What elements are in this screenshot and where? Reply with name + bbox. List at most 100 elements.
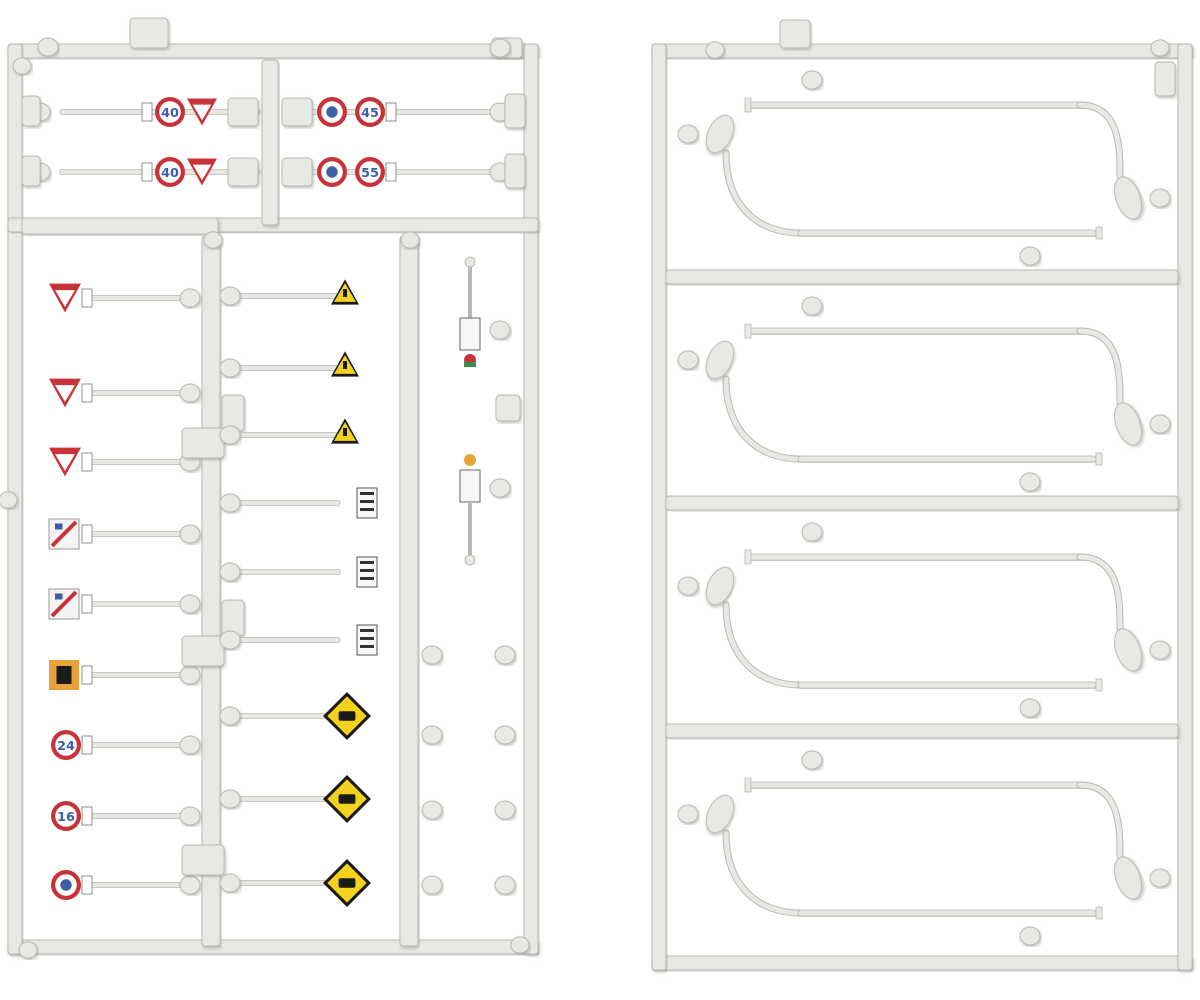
- left-sprue-outer-frame: [7, 939, 539, 955]
- sprue-gate: [219, 562, 241, 582]
- sign-slash: [50, 590, 78, 618]
- lamp-curve: [1077, 102, 1123, 179]
- square-slash-sign: [48, 588, 80, 620]
- sprue-gate: [494, 800, 516, 820]
- sign-symbol: [326, 106, 338, 118]
- yellow-diamond-sign: [323, 775, 371, 823]
- right-sprue-frame: [651, 19, 1193, 971]
- sprue-gate: [1149, 188, 1171, 208]
- sign-face: [159, 101, 181, 123]
- sprue-gate: [494, 725, 516, 745]
- sprue-gate: [1019, 698, 1041, 718]
- sprue-gate: [219, 425, 241, 445]
- street-lamp-part: [705, 549, 1143, 692]
- lamp-curve: [1076, 781, 1124, 860]
- sprue-gate: [677, 804, 699, 824]
- lamp-pole: [797, 229, 1097, 237]
- left-sprue-runner: [201, 235, 221, 947]
- sign-pole: [81, 742, 191, 748]
- right-sprue-outer-frame: [651, 43, 667, 971]
- sprue-gate: [677, 124, 699, 144]
- supplementary-plate: [356, 624, 378, 656]
- yellow-warning-sign: [331, 279, 359, 305]
- sprue-tab: [181, 635, 225, 667]
- sign-face: [192, 104, 212, 121]
- triangle-sign: [49, 378, 81, 408]
- sprue-gate: [1149, 414, 1171, 434]
- sprue-gate: [400, 231, 420, 249]
- sign-symbol: [343, 428, 347, 436]
- sprue-gate: [179, 383, 201, 403]
- sign-pole: [81, 531, 191, 537]
- sprue-gate: [494, 875, 516, 895]
- sign-number: 24: [57, 739, 75, 754]
- round-sign: [51, 870, 81, 900]
- round-sign: 55: [355, 157, 385, 187]
- sign-symbol: [338, 711, 356, 721]
- right-sprue-outer-frame: [1177, 43, 1193, 971]
- small-part-light: [464, 454, 476, 466]
- sprue-gate: [1149, 868, 1171, 888]
- sprue-gate: [489, 320, 511, 340]
- small-part-light-green: [464, 362, 476, 367]
- sign-symbol: [360, 569, 374, 572]
- sprue-gate: [801, 522, 823, 542]
- sign-face: [55, 454, 75, 471]
- lamp-head: [1113, 628, 1143, 672]
- sign-symbol: [360, 500, 374, 503]
- sprue-gate: [203, 231, 223, 249]
- sprue-tab: [221, 599, 245, 637]
- sign-pole: [81, 459, 191, 465]
- sign-label-plate: [81, 665, 93, 685]
- sprue-gate: [677, 576, 699, 596]
- sprue-tab: [227, 157, 259, 187]
- round-sign: [317, 157, 347, 187]
- sign-pole: [81, 672, 191, 678]
- sprue-gate: [489, 478, 511, 498]
- right-sprue-outer-frame: [651, 955, 1193, 971]
- sign-pole: [81, 813, 191, 819]
- sign-symbol: [360, 577, 374, 580]
- lamp-curve: [1077, 328, 1123, 405]
- sign-label-plate: [141, 102, 153, 122]
- sign-pole: [81, 882, 191, 888]
- sprue-tab: [221, 394, 245, 432]
- orange-square-sign: [49, 660, 79, 690]
- lamp-pole-end: [1095, 906, 1103, 920]
- lamp-curve: [723, 150, 803, 236]
- lamp-pole-end: [1095, 226, 1103, 240]
- right-sprue-divider: [665, 269, 1179, 285]
- lamp-arm-end: [744, 97, 752, 113]
- sign-pole: [81, 295, 191, 301]
- sprue-tab: [181, 427, 225, 459]
- sign-symbol: [338, 794, 356, 804]
- sprue-gate: [219, 789, 241, 809]
- round-sign: 45: [355, 97, 385, 127]
- small-part-panel: [459, 469, 481, 503]
- sprue-gate: [37, 37, 59, 57]
- sign-label-plate: [81, 875, 93, 895]
- lamp-curve: [1076, 553, 1124, 632]
- sign-pole: [231, 432, 341, 438]
- sprue-gate: [179, 288, 201, 308]
- left-sprue-divider: [261, 59, 279, 226]
- sprue-gate: [421, 800, 443, 820]
- street-lamp-part: [705, 777, 1143, 920]
- sign-label-plate: [81, 594, 93, 614]
- sprue-gate: [421, 725, 443, 745]
- sprue-gate: [1019, 246, 1041, 266]
- sprue-tab: [21, 95, 41, 127]
- sprue-tab: [281, 157, 313, 187]
- sign-symbol: [360, 629, 374, 632]
- lamp-head: [1113, 176, 1143, 220]
- right-sprue-outer-frame: [651, 43, 1193, 59]
- triangle-sign: [49, 447, 81, 477]
- lamp-curve: [1076, 101, 1124, 180]
- sign-number: 40: [161, 106, 179, 121]
- sprue-tab: [21, 155, 41, 187]
- sprue-gate: [179, 735, 201, 755]
- sign-label-plate: [385, 162, 397, 182]
- sprue-tab: [495, 394, 521, 422]
